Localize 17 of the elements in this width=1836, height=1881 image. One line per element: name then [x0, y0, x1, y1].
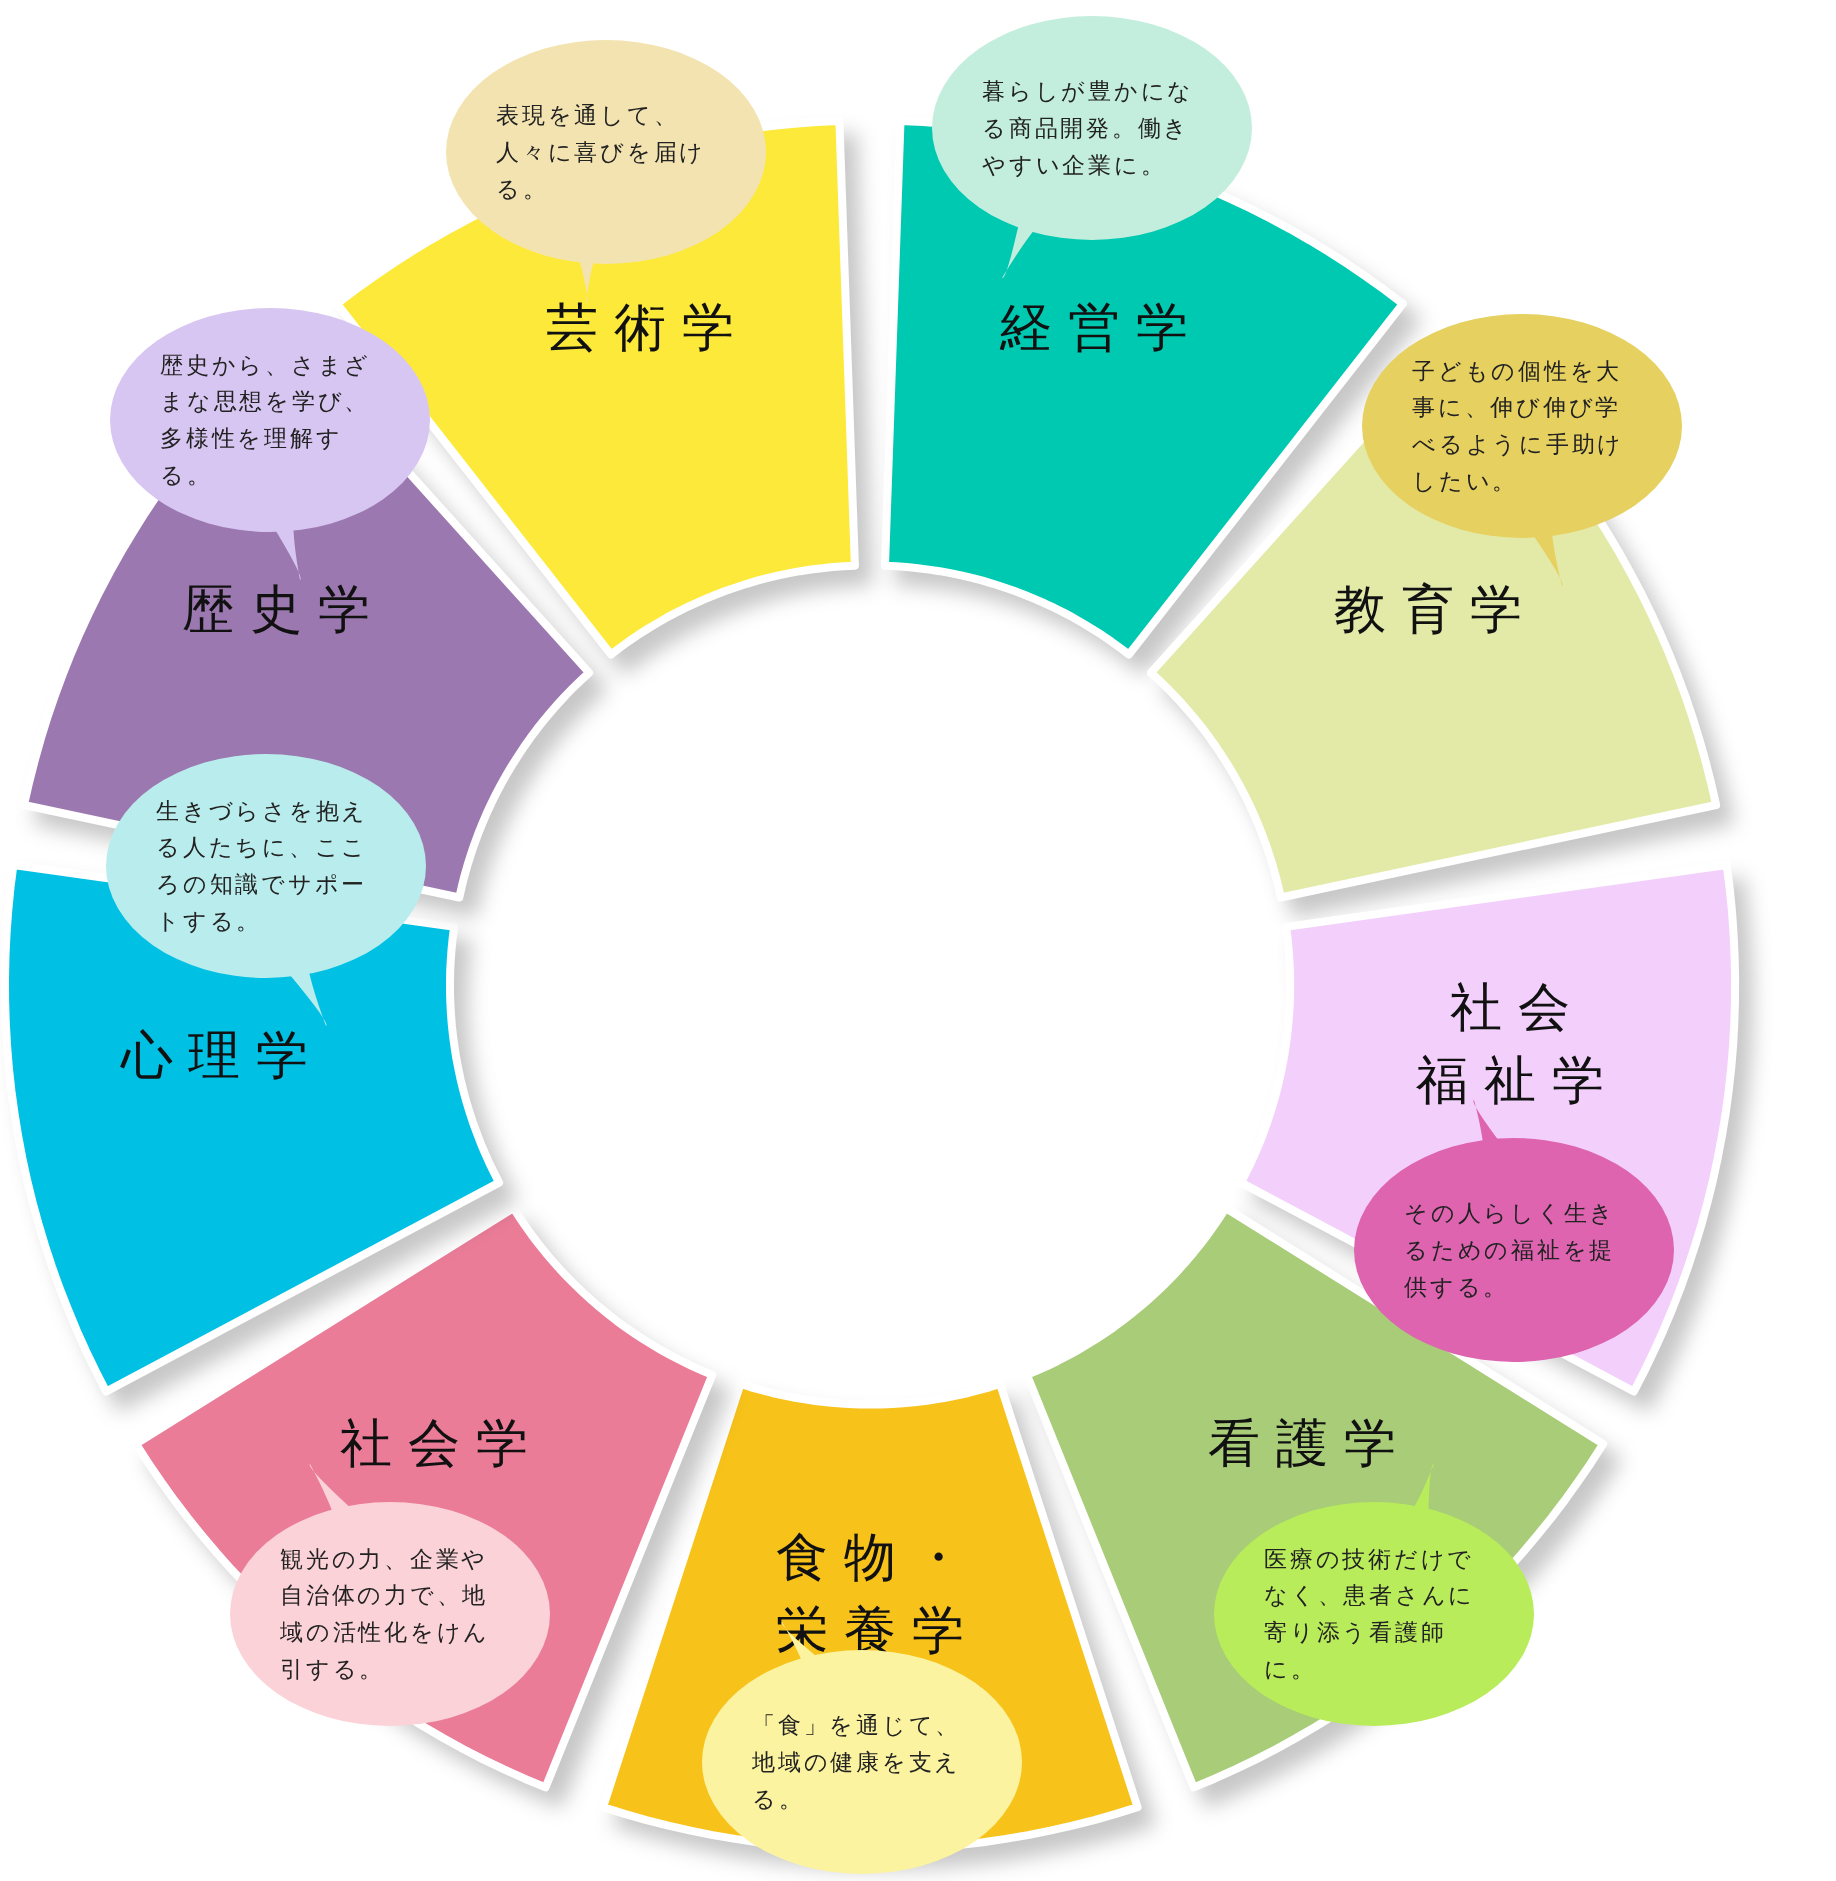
bubble-text: 暮らしが豊かになる商品開発。働きやすい企業に。 — [982, 77, 1196, 180]
segment-title: 社会学 — [340, 1412, 544, 1476]
bubble-text: 生きづらさを抱える人たちに、こころの知識でサポートする。 — [156, 796, 370, 936]
bubble-text: 医療の技術だけでなく、患者さんに寄り添う看護師に。 — [1264, 1544, 1477, 1684]
segment-title: 経営学 — [1000, 296, 1204, 360]
bubble-text: 観光の力、企業や自治体の力で、地域の活性化をけん引する。 — [280, 1544, 492, 1684]
segment-title: 看護学 — [1208, 1412, 1412, 1476]
bubble-text: 歴史から、さまざまな思想を学び、多様性を理解する。 — [160, 350, 373, 490]
bubble-text: 「食」を通じて、地域の健康を支える。 — [752, 1711, 963, 1814]
bubble-text: その人らしく生きるための福祉を提供する。 — [1404, 1199, 1618, 1302]
segment-title: 社会福祉学 — [1416, 976, 1620, 1112]
segment-title: 芸術学 — [546, 296, 750, 360]
bubble-text: 子どもの個性を大事に、伸び伸び学べるように手助けしたい。 — [1412, 356, 1626, 496]
segment-title: 心理学 — [120, 1024, 324, 1088]
segment-title: 教育学 — [1334, 578, 1538, 642]
bubble-text: 表現を通して、人々に喜びを届ける。 — [496, 101, 708, 204]
segment-title: 歴史学 — [182, 578, 386, 642]
